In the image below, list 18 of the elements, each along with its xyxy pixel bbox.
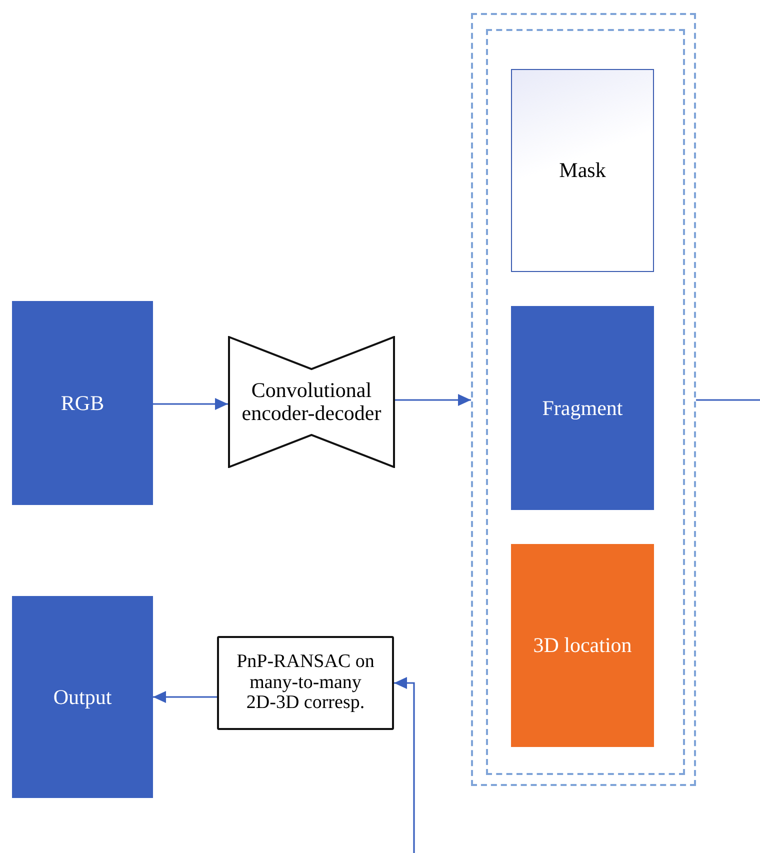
node-label: 3D location [533,633,632,658]
node-label: RGB [60,390,104,416]
process-box [217,636,394,730]
arrow [153,691,217,703]
arrow [394,677,415,853]
node-label: PnP-RANSAC on many-to-many 2D-3D corresp. [236,652,376,714]
encoder-decoder-shape [228,336,395,468]
process-box [12,596,153,798]
process-box [12,301,153,505]
process-box [511,306,654,510]
arrow [153,398,228,410]
node-label: Mask [559,158,606,183]
node-label: Convolutional encoder-decoder [240,378,382,426]
node-label: Output [53,684,112,710]
process-box [511,69,654,272]
process-box [511,544,654,747]
node-label: Fragment [542,396,623,420]
arrow [395,394,471,406]
